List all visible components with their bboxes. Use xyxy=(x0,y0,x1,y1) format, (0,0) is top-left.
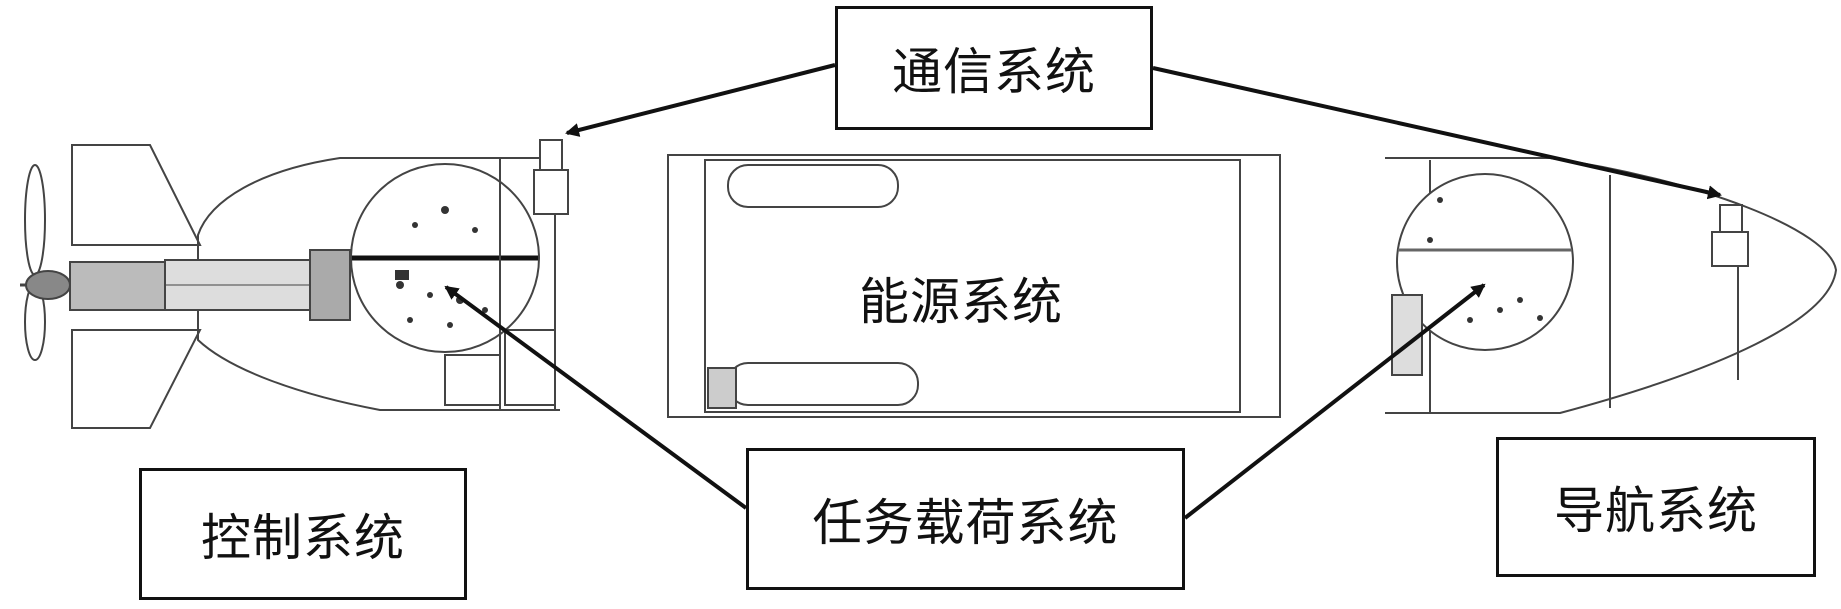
tail-section xyxy=(20,139,569,429)
callout-arrows xyxy=(444,63,1722,520)
arrow-comm-to-tail-antenna xyxy=(565,63,836,137)
energy-frame-inner xyxy=(704,159,1241,413)
tail-hull-outline xyxy=(197,157,560,411)
tail-antenna-mast xyxy=(539,139,563,171)
propeller-hub xyxy=(25,270,71,300)
tail-lower-equipment xyxy=(444,354,501,406)
communication-system-label: 通信系统 xyxy=(835,6,1153,130)
upper-fin xyxy=(71,144,202,246)
battery-upper xyxy=(727,164,899,208)
navigation-sphere-components xyxy=(1427,197,1543,323)
mission-payload-system-label: 任务载荷系统 xyxy=(746,448,1185,590)
arrow-comm-to-nose-antenna xyxy=(1152,66,1722,200)
nose-section xyxy=(1385,157,1838,414)
propeller-blade-top xyxy=(24,164,46,276)
arrow-mission-to-navigation-sphere xyxy=(1183,283,1486,520)
navigation-system-label: 导航系统 xyxy=(1496,437,1816,577)
nose-antenna-mast xyxy=(1719,204,1743,234)
navigation-sphere xyxy=(1396,173,1574,351)
arrow-mission-to-control-sphere xyxy=(444,285,748,510)
tail-antenna-base xyxy=(533,169,569,215)
energy-frame-outer xyxy=(667,154,1281,418)
battery-lower xyxy=(727,362,919,406)
lower-fin xyxy=(71,329,202,429)
battery-terminal-block xyxy=(707,367,737,409)
energy-section xyxy=(667,154,1281,418)
coupling-flange xyxy=(309,249,351,321)
nose-antenna-base xyxy=(1711,231,1749,267)
energy-system-label: 能源系统 xyxy=(853,262,1069,334)
motor-housing xyxy=(69,261,166,311)
control-system-label: 控制系统 xyxy=(139,468,467,600)
